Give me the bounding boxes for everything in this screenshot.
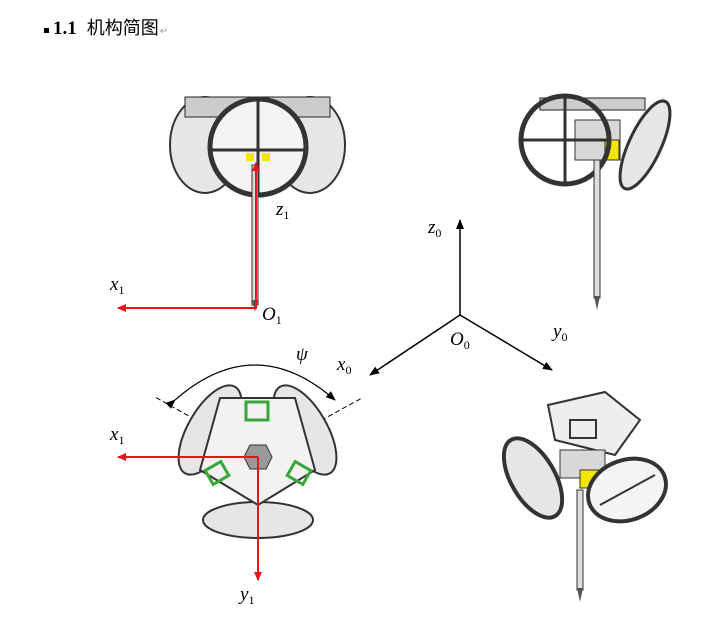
x1-axis-arrow-top <box>117 300 257 312</box>
world-frame <box>369 219 553 376</box>
label-x0: x0 <box>336 354 351 377</box>
robot-isometric-view <box>501 390 668 602</box>
paragraph-mark: ↵ <box>159 26 169 37</box>
label-z0: z0 <box>427 217 441 240</box>
section-heading: 1.1 机构简图 ↵ <box>44 14 168 40</box>
label-O0: O0 <box>450 329 470 352</box>
label-x1-top: x1 <box>109 274 124 297</box>
x0-axis-arrow <box>369 314 461 376</box>
robot-side-view <box>518 93 672 310</box>
bullet-marker <box>44 28 49 33</box>
section-number: 1.1 <box>53 18 77 39</box>
y0-axis-arrow <box>459 314 553 371</box>
label-O1: O1 <box>262 304 282 327</box>
label-z1: z1 <box>275 199 289 222</box>
robot-top-view <box>154 364 363 539</box>
label-psi: ψ <box>296 344 309 365</box>
section-title: 机构简图 <box>86 18 159 39</box>
robot-front-view <box>169 96 346 312</box>
label-x1-bottom: x1 <box>109 424 124 447</box>
psi-angle-arc <box>165 364 336 409</box>
label-y0: y0 <box>551 321 567 344</box>
label-y1: y1 <box>238 584 254 607</box>
